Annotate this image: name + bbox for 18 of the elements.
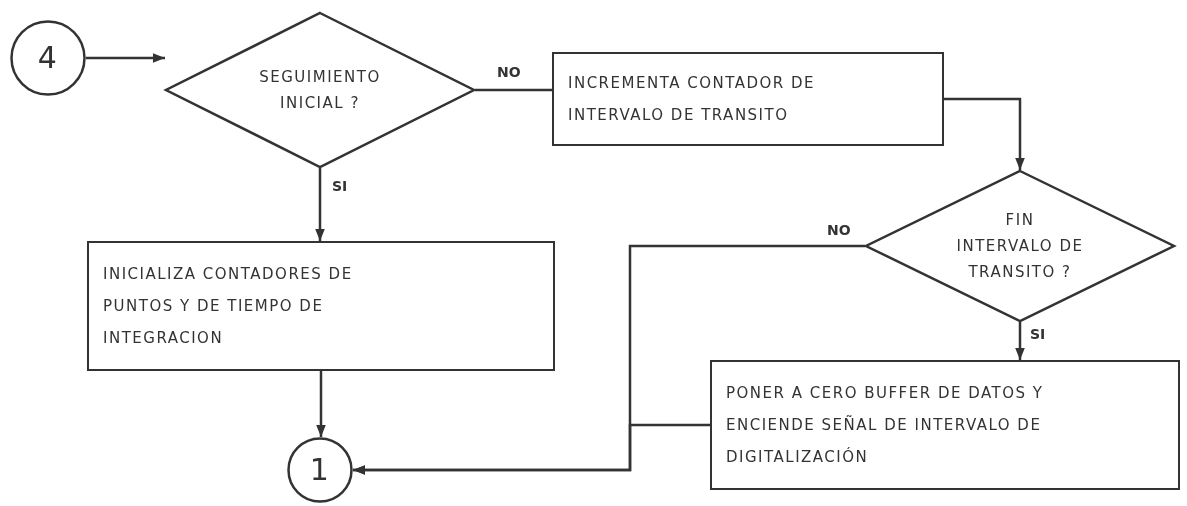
arrow: [353, 423, 710, 475]
arrow: [86, 53, 165, 63]
arrow: [315, 168, 325, 241]
decision-text: SEGUIMIENTO INICIAL ?: [258, 67, 382, 114]
process-text: INCREMENTA CONTADOR DE INTERVALO DE TRANSITO: [568, 73, 817, 126]
edge-label: NO: [495, 64, 523, 80]
connector-number: 1: [309, 454, 331, 486]
arrow: [1015, 322, 1025, 360]
connector-number: 4: [37, 42, 59, 74]
arrow: [944, 97, 1025, 170]
process-box: [710, 360, 1180, 490]
process-text: INICIALIZA CONTADORES DE PUNTOS Y DE TIEMPO DE INTEGRACION: [103, 264, 354, 349]
process-box: [552, 52, 944, 146]
decision-text: FIN INTERVALO DE TRANSITO ?: [955, 210, 1085, 283]
edge-label: NO: [825, 222, 853, 238]
arrow: [316, 371, 326, 437]
process-text: PONER A CERO BUFFER DE DATOS Y ENCIENDE SEÑAL DE INTERVALO DE DIGITALIZACIÓN: [726, 383, 1045, 468]
process-box: [87, 241, 555, 371]
